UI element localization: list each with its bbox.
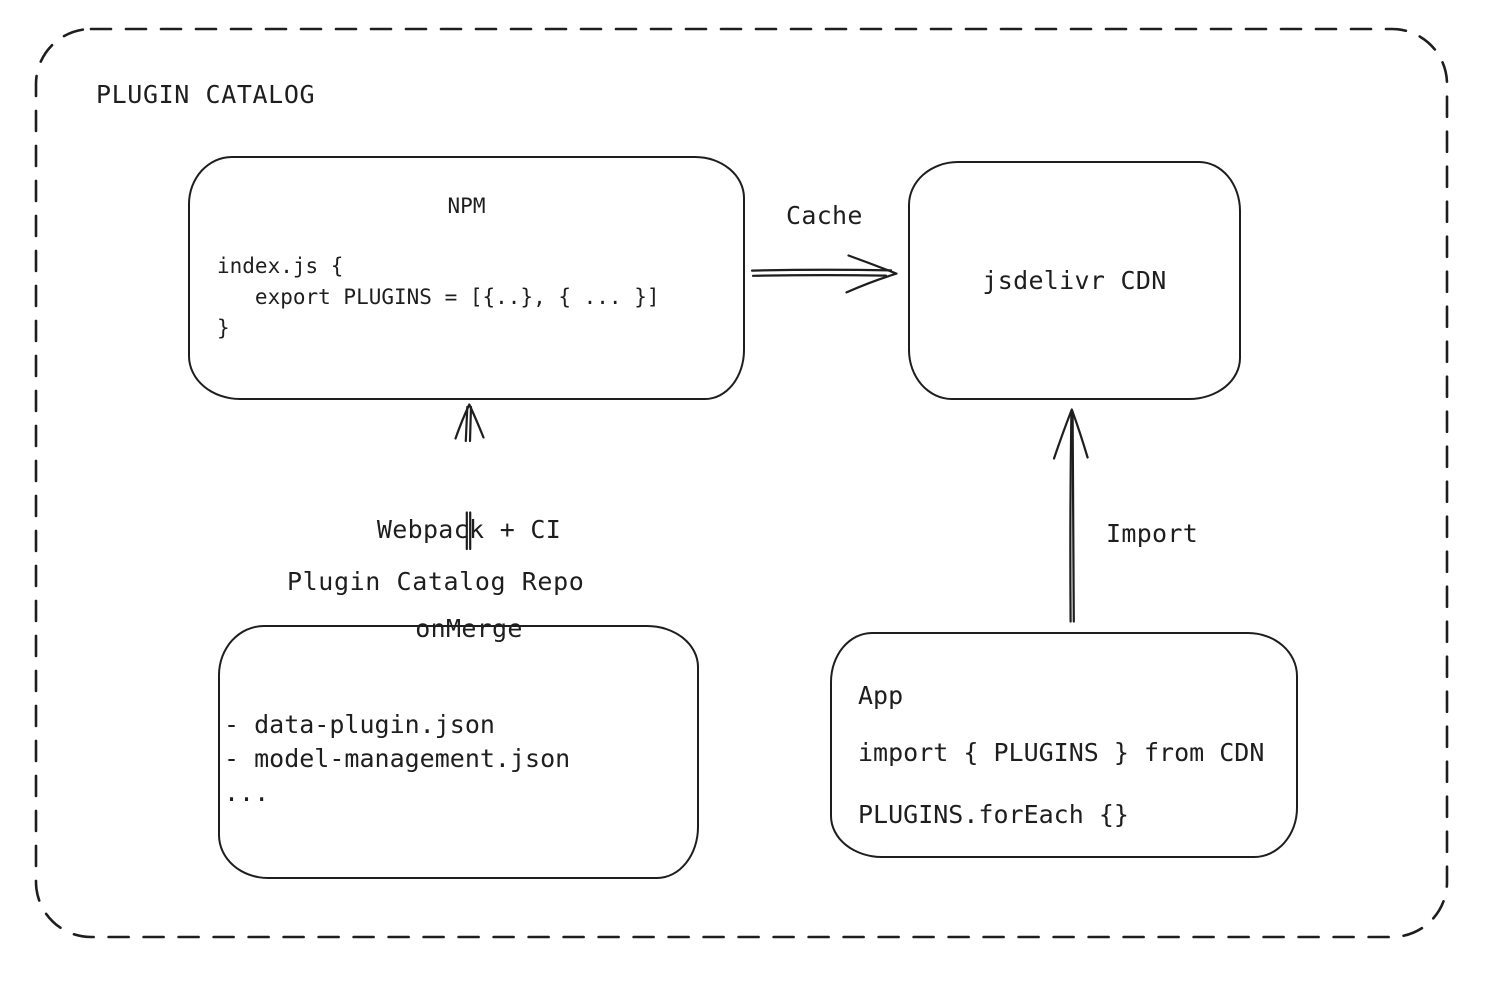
repo-node: - data-plugin.json - model-management.js… (218, 625, 699, 879)
repo-file-item: - data-plugin.json (224, 710, 495, 739)
app-node-content: App import { PLUGINS } from CDN PLUGINS.… (832, 634, 1296, 830)
npm-code-line: export PLUGINS = [{..}, { ... }] (217, 285, 660, 309)
app-code-line: import { PLUGINS } from CDN (858, 738, 1265, 767)
cdn-node-title: jsdelivr CDN (982, 266, 1167, 295)
build-arrow-label: Webpack + CI onMerge (349, 447, 589, 711)
repo-file-item: ... (224, 778, 270, 807)
repo-file-item: - model-management.json (224, 744, 571, 773)
catalog-boundary (34, 27, 1449, 939)
diagram-title: PLUGIN CATALOG (96, 80, 316, 109)
npm-code-block: index.js { export PLUGINS = [{..}, { ...… (190, 251, 743, 344)
npm-code-line: index.js { (217, 254, 344, 278)
build-arrow-label-line2: onMerge (415, 614, 523, 643)
npm-node: NPM index.js { export PLUGINS = [{..}, {… (188, 156, 745, 400)
npm-node-title: NPM (447, 194, 486, 218)
npm-code-line: } (217, 316, 230, 340)
build-arrow (454, 403, 485, 551)
repo-file-list: - data-plugin.json - model-management.js… (220, 708, 697, 810)
app-code-line: PLUGINS.forEach {} (858, 800, 1129, 829)
build-arrow-label-line1: Webpack + CI (376, 515, 562, 544)
import-arrow-label: Import (1106, 519, 1199, 548)
app-node-title: App (858, 681, 904, 710)
repo-node-label: Plugin Catalog Repo (287, 567, 585, 596)
import-arrow (1052, 408, 1089, 623)
cdn-node: jsdelivr CDN (908, 161, 1241, 400)
cache-arrow-label: Cache (786, 201, 863, 230)
cache-arrow (750, 254, 898, 294)
app-node: App import { PLUGINS } from CDN PLUGINS.… (830, 632, 1298, 858)
